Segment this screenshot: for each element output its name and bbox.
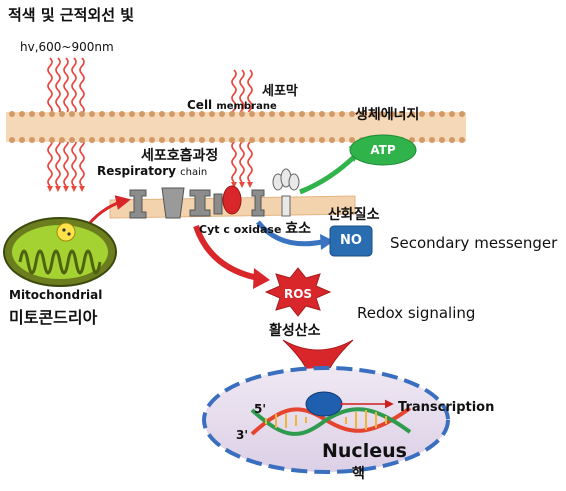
mitochondrion xyxy=(3,217,117,287)
nucleus-label-ko: 핵 xyxy=(352,466,365,482)
no-node xyxy=(329,225,373,257)
membrane-en-main: Cell xyxy=(187,98,213,112)
nucleus xyxy=(202,366,450,474)
cell-membrane xyxy=(6,111,466,143)
respiratory-en-main: Respiratory xyxy=(97,164,176,178)
nucleus-label-en: Nucleus xyxy=(322,440,407,462)
transcription-label: Transcription xyxy=(398,400,495,415)
enzyme-label: Cyt c oxidase 효소 xyxy=(199,218,311,238)
arrow-to-ros xyxy=(193,224,259,281)
ros-label-ko: 활성산소 xyxy=(269,323,321,339)
respiratory-en-sub: chain xyxy=(180,167,208,178)
mitochondria-label-en: Mitochondrial xyxy=(9,288,103,302)
atp-synthase xyxy=(272,168,300,217)
enzyme-label-ko: 효소 xyxy=(285,221,312,237)
respiratory-label-en: Respiratory chain xyxy=(97,164,207,178)
atp-node-label: ATP xyxy=(370,143,396,157)
dna-3prime-label: 3' xyxy=(236,428,249,442)
no-label-ko: 산화질소 xyxy=(328,207,380,223)
diagram-title: 적색 및 근적외선 빛 xyxy=(8,6,135,24)
enzyme-label-en: Cyt c oxidase xyxy=(199,223,282,236)
no-node-label: NO xyxy=(340,233,362,248)
dna-5prime-label: 5' xyxy=(254,402,267,416)
respiratory-chain-complexes xyxy=(129,185,265,219)
no-role-label: Secondary messenger xyxy=(390,234,558,252)
wavelength-label: hv,600~900nm xyxy=(20,40,114,54)
funnel-arrow xyxy=(282,339,354,394)
ros-node xyxy=(264,267,332,317)
membrane-en-sub: membrane xyxy=(216,101,277,112)
atp-label-ko: 생체에너지 xyxy=(355,107,420,123)
arrow-mito-to-chain xyxy=(86,195,131,226)
arrow-to-no xyxy=(256,220,323,247)
mitochondria-label-ko: 미토콘드리아 xyxy=(9,308,98,327)
membrane-label-en: Cell membrane xyxy=(187,98,277,112)
atp-node xyxy=(349,134,417,166)
ros-role-label: Redox signaling xyxy=(357,304,476,322)
ros-node-label: ROS xyxy=(283,287,313,301)
arrow-to-ros-head xyxy=(253,268,270,289)
arrow-to-no-head xyxy=(320,234,334,250)
membrane-label-ko: 세포막 xyxy=(262,84,298,99)
respiratory-label-ko: 세포호흡과정 xyxy=(141,148,219,164)
light-arrowheads xyxy=(47,182,253,192)
arrow-to-atp xyxy=(299,154,357,195)
